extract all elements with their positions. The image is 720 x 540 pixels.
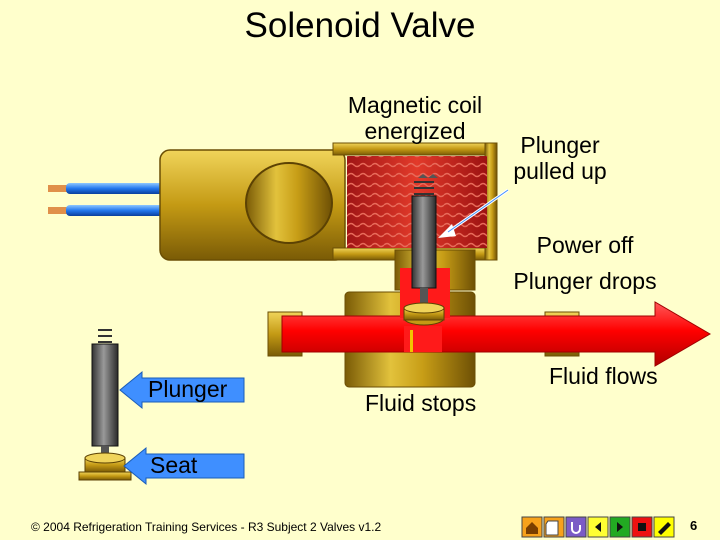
seat-label: Seat bbox=[150, 452, 198, 478]
pencil-icon[interactable] bbox=[653, 516, 675, 538]
stop-icon[interactable] bbox=[631, 516, 653, 538]
pointer-arrow bbox=[438, 188, 509, 238]
pulled-label-line2: pulled up bbox=[513, 158, 607, 184]
valve-plunger bbox=[403, 174, 445, 326]
power-off-label: Power off Plunger drops bbox=[490, 227, 680, 299]
fluid-stops-label: Fluid stops bbox=[365, 390, 477, 416]
plunger-pulled-label: Plunger pulled up bbox=[500, 132, 620, 184]
copyright-footer: © 2004 Refrigeration Training Services -… bbox=[31, 520, 382, 534]
standalone-plunger bbox=[78, 329, 132, 481]
pulled-label-line1: Plunger bbox=[520, 132, 600, 158]
coil-label-line1: Magnetic coil bbox=[347, 92, 483, 118]
plunger-label: Plunger bbox=[148, 376, 228, 402]
plunger-callout bbox=[119, 370, 245, 410]
fluid-flows-label: Fluid flows bbox=[549, 363, 658, 389]
drops-label-line1: Power off bbox=[536, 232, 634, 258]
drops-label-line2: Plunger drops bbox=[513, 268, 657, 294]
home-icon[interactable] bbox=[521, 516, 543, 538]
coil-energized-label: Magnetic coil energized bbox=[320, 92, 510, 144]
wire-leads bbox=[48, 183, 176, 216]
page-title: Solenoid Valve bbox=[244, 6, 476, 45]
forward-icon[interactable] bbox=[609, 516, 631, 538]
coil-label-line2: energized bbox=[364, 118, 466, 144]
page-number: 6 bbox=[690, 518, 698, 533]
return-icon[interactable] bbox=[565, 516, 587, 538]
document-icon[interactable] bbox=[543, 516, 565, 538]
magnetic-coil bbox=[347, 156, 487, 248]
seat-callout bbox=[123, 446, 245, 486]
back-icon[interactable] bbox=[587, 516, 609, 538]
navigation-bar bbox=[521, 516, 675, 538]
